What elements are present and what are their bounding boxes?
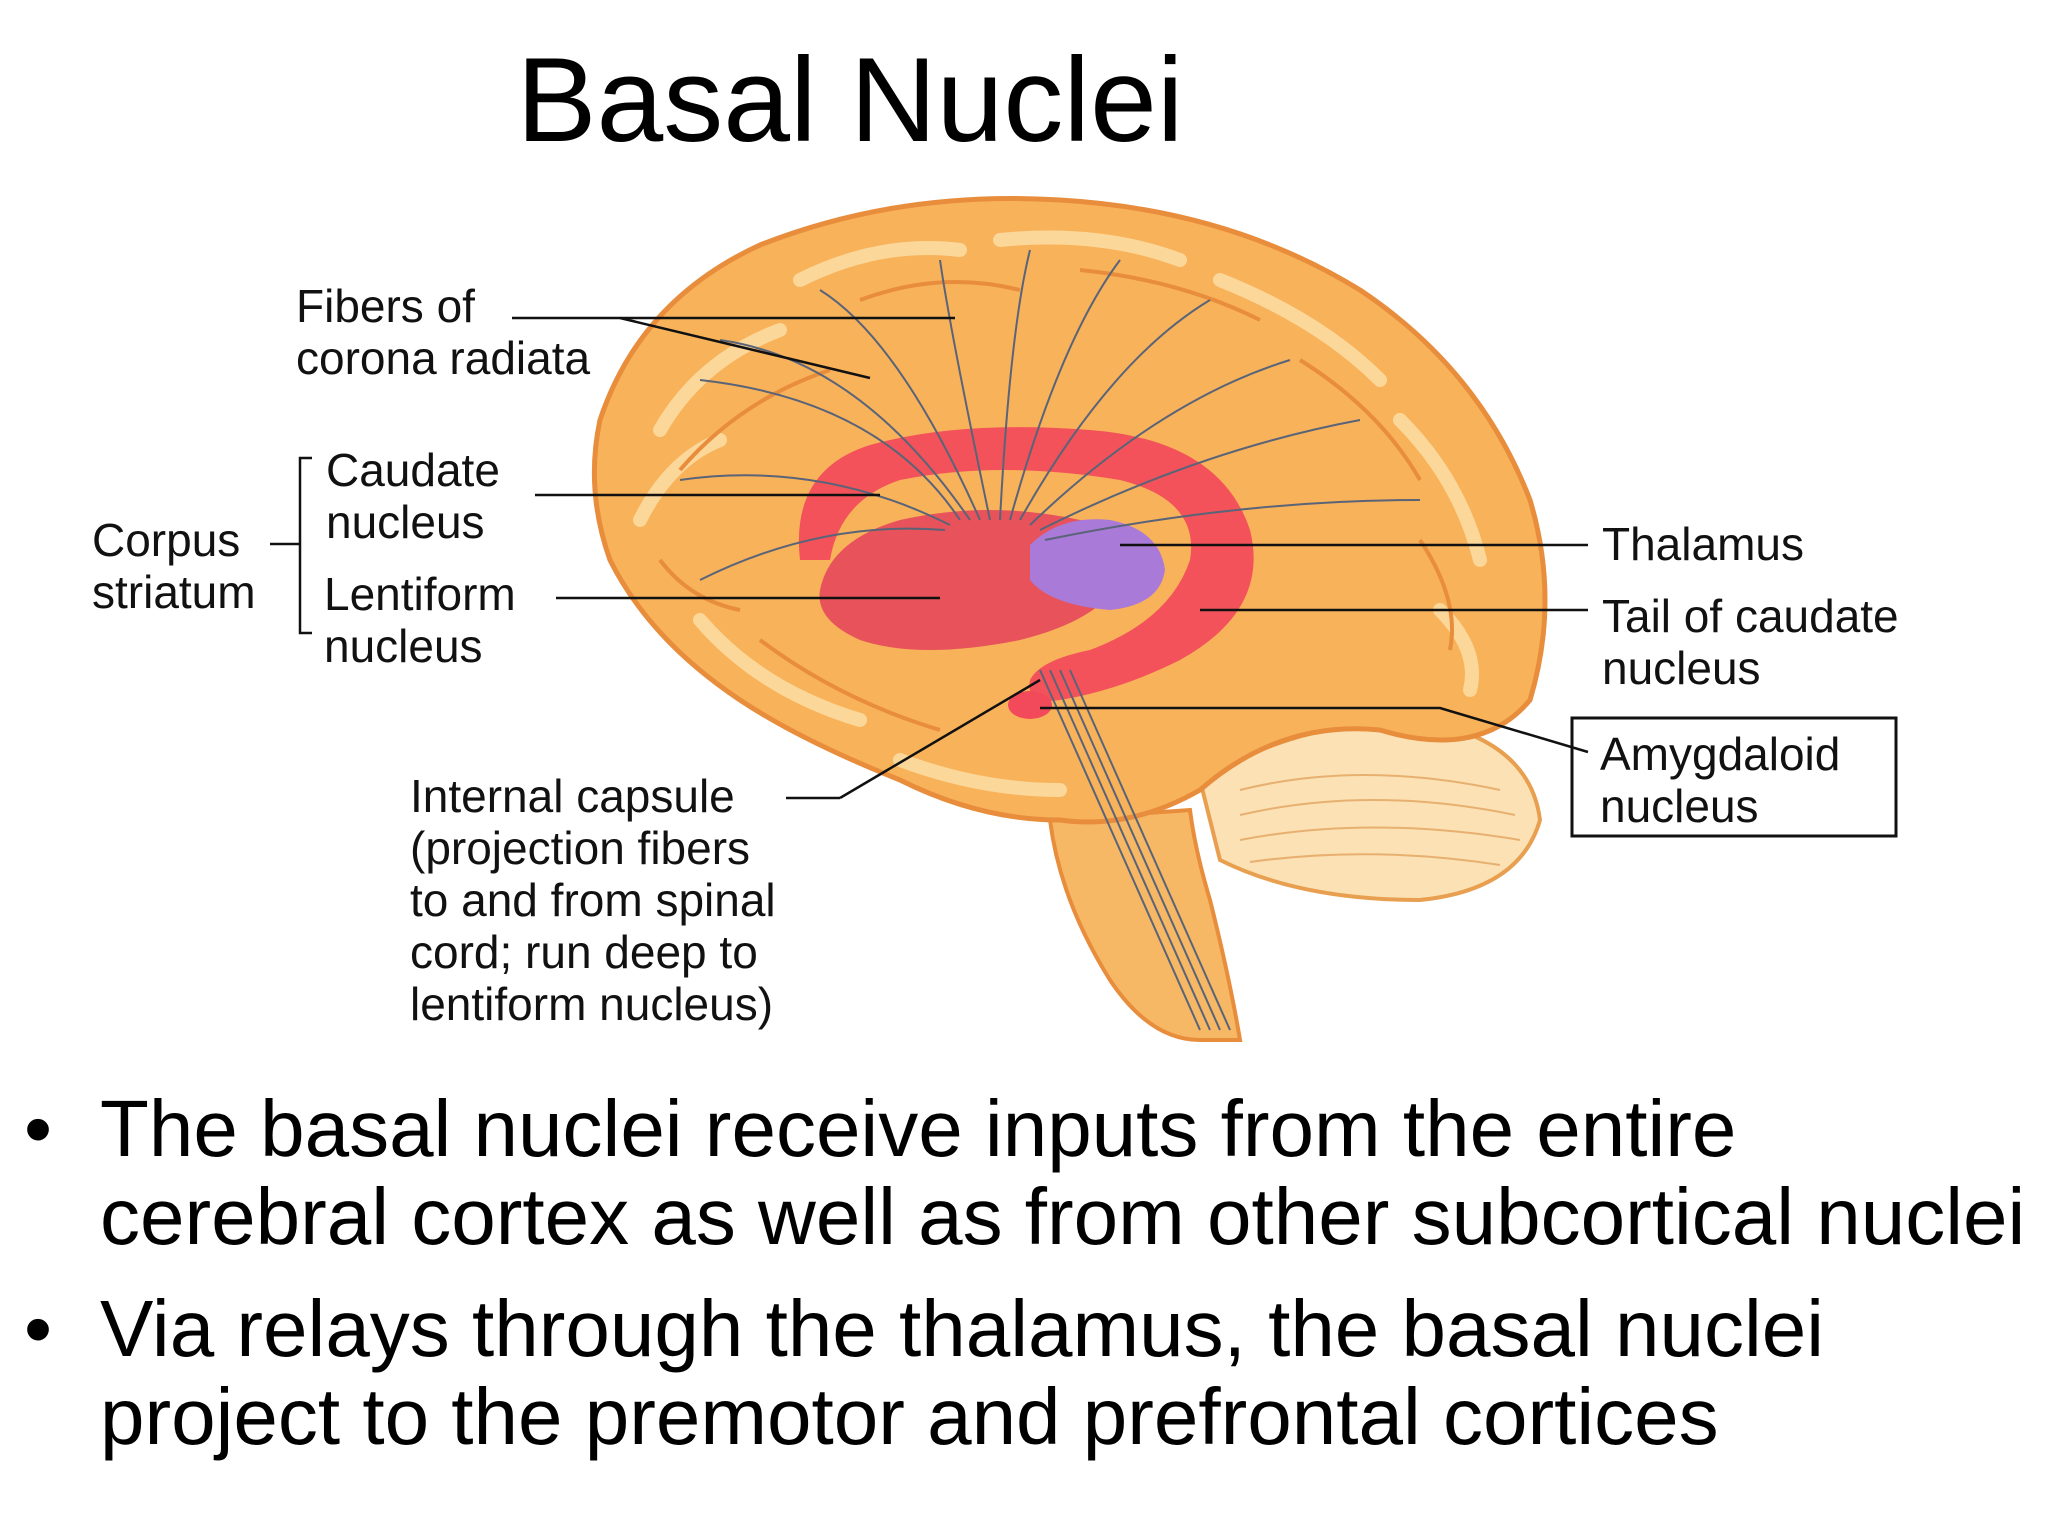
brainstem <box>1047 807 1243 1042</box>
internal-capsule-fibers <box>1039 669 1231 1031</box>
label-internal-line3: to and from spinal <box>410 874 776 926</box>
label-tail-line2: nucleus <box>1602 642 1761 694</box>
bullet-dot: • <box>24 1084 53 1173</box>
thalamus-shape <box>1030 519 1165 610</box>
bullet-dot: • <box>24 1284 53 1373</box>
label-corpus-line2: striatum <box>92 566 256 618</box>
label-lentiform-line2: nucleus <box>324 620 483 672</box>
bullet-list: • The basal nuclei receive inputs from t… <box>0 1085 2048 1485</box>
bullet-line: Via relays through the thalamus, the bas… <box>100 1284 1825 1373</box>
label-internal-line2: (projection fibers <box>410 822 750 874</box>
brain-diagram: Fibers of corona radiata Corpus striatum… <box>92 195 1899 1042</box>
cerebellum-folia <box>1239 774 1521 866</box>
bullet-line: cerebral cortex as well as from other su… <box>100 1172 2026 1261</box>
bullet-line: project to the premotor and prefrontal c… <box>100 1372 1719 1461</box>
corona-radiata-fibers <box>679 249 1421 581</box>
caudate-nucleus <box>798 427 1254 701</box>
label-tail-line1: Tail of caudate <box>1602 590 1899 642</box>
label-lentiform-line1: Lentiform <box>324 568 516 620</box>
label-fibers-line2: corona radiata <box>296 332 590 384</box>
label-internal-line5: lentiform nucleus) <box>410 978 773 1030</box>
cortex-sulci <box>658 268 1454 732</box>
label-amygdaloid-line2: nucleus <box>1600 780 1759 832</box>
cortex-gyri <box>633 230 1487 797</box>
label-thalamus: Thalamus <box>1602 518 1804 570</box>
label-caudate-line2: nucleus <box>326 496 485 548</box>
amygdaloid-shape <box>1008 691 1052 719</box>
bullet-item: • Via relays through the thalamus, the b… <box>0 1285 2048 1461</box>
leader-lines <box>270 316 1589 800</box>
label-corpus-line1: Corpus <box>92 514 240 566</box>
bullet-line: The basal nuclei receive inputs from the… <box>100 1084 1737 1173</box>
cerebral-cortex <box>591 195 1548 825</box>
slide-title: Basal Nuclei <box>516 33 1184 167</box>
bullet-item: • The basal nuclei receive inputs from t… <box>0 1085 2048 1261</box>
label-caudate-line1: Caudate <box>326 444 500 496</box>
amygdaloid-label-box <box>1570 716 1898 838</box>
label-fibers-line1: Fibers of <box>296 280 475 332</box>
label-internal-line1: Internal capsule <box>410 770 735 822</box>
label-internal-line4: cord; run deep to <box>410 926 758 978</box>
label-amygdaloid-line1: Amygdaloid <box>1600 728 1840 780</box>
